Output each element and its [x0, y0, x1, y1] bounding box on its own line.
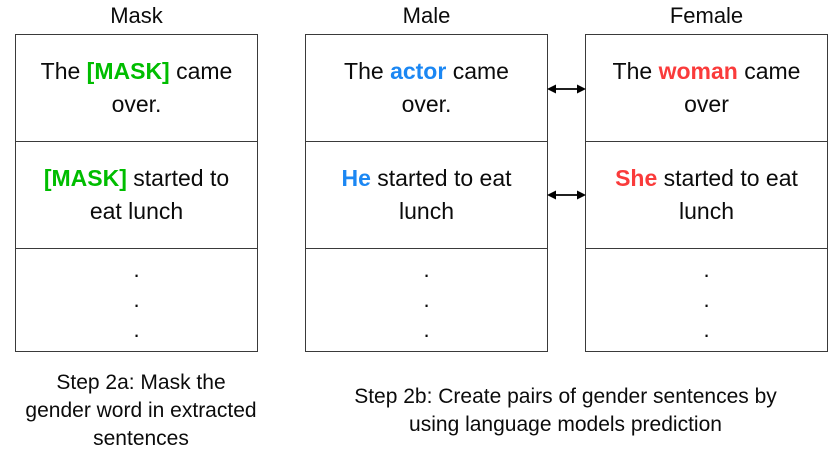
gender-word-female: She — [615, 165, 658, 191]
gender-word-male: He — [341, 165, 371, 191]
caption-line: using language models prediction — [409, 413, 722, 436]
ellipsis-dot: . — [423, 257, 430, 282]
male-sentence-cell-2: He started to eat lunch — [306, 142, 547, 249]
female-sentence-1: The woman came over — [596, 55, 817, 121]
gender-word-male: actor — [390, 58, 447, 84]
sentence-pre: The — [344, 58, 391, 84]
mask-sentence-cell-1: The [MASK] came over. — [16, 35, 257, 142]
mask-column-box: The [MASK] came over. [MASK] started to … — [15, 34, 258, 352]
masked-sentence-2: [MASK] started to eat lunch — [26, 162, 247, 228]
sentence-post: started to eat lunch — [89, 165, 230, 224]
female-ellipsis-cell: . . . — [586, 249, 827, 351]
caption-line: Step 2a: Mask the — [56, 371, 226, 394]
double-headed-arrow-icon — [547, 190, 586, 200]
female-sentence-cell-2: She started to eat lunch — [586, 142, 827, 249]
masked-sentence-1: The [MASK] came over. — [26, 55, 247, 121]
female-sentence-2: She started to eat lunch — [596, 162, 817, 228]
sentence-post: came over — [684, 58, 801, 117]
sentence-post: came over. — [401, 58, 509, 117]
sentence-pre: The — [40, 58, 87, 84]
gender-word-mask: [MASK] — [43, 165, 127, 191]
female-column-box: The woman came over She started to eat l… — [585, 34, 828, 352]
caption-line: Step 2b: Create pairs of gender sentence… — [354, 385, 777, 408]
ellipsis-dot: . — [133, 317, 140, 342]
sentence-post: came over. — [111, 58, 233, 117]
ellipsis-dot: . — [423, 287, 430, 312]
column-header-female: Female — [669, 3, 744, 28]
ellipsis-dot: . — [133, 287, 140, 312]
mask-sentence-cell-2: [MASK] started to eat lunch — [16, 142, 257, 249]
male-sentence-1: The actor came over. — [316, 55, 537, 121]
caption-line: gender word in extracted — [25, 399, 257, 422]
male-sentence-2: He started to eat lunch — [316, 162, 537, 228]
male-ellipsis-cell: . . . — [306, 249, 547, 351]
double-headed-arrow-icon — [547, 84, 586, 94]
column-header-male: Male — [402, 3, 451, 28]
male-sentence-cell-1: The actor came over. — [306, 35, 547, 142]
caption-step-2a: Step 2a: Mask the gender word in extract… — [8, 369, 274, 453]
ellipsis-dot: . — [133, 257, 140, 282]
sentence-post: started to eat lunch — [657, 165, 798, 224]
caption-step-2b: Step 2b: Create pairs of gender sentence… — [318, 383, 813, 439]
sentence-post: started to eat lunch — [370, 165, 512, 224]
gender-word-female: woman — [658, 58, 738, 84]
mask-ellipsis-cell: . . . — [16, 249, 257, 351]
column-header-mask: Mask — [110, 3, 163, 28]
male-column-box: The actor came over. He started to eat l… — [305, 34, 548, 352]
ellipsis-dot: . — [703, 317, 710, 342]
ellipsis-dot: . — [423, 317, 430, 342]
caption-line: sentences — [93, 427, 189, 450]
ellipsis-dot: . — [703, 287, 710, 312]
female-sentence-cell-1: The woman came over — [586, 35, 827, 142]
sentence-pre: The — [612, 58, 659, 84]
ellipsis-dot: . — [703, 257, 710, 282]
gender-word-mask: [MASK] — [86, 58, 170, 84]
